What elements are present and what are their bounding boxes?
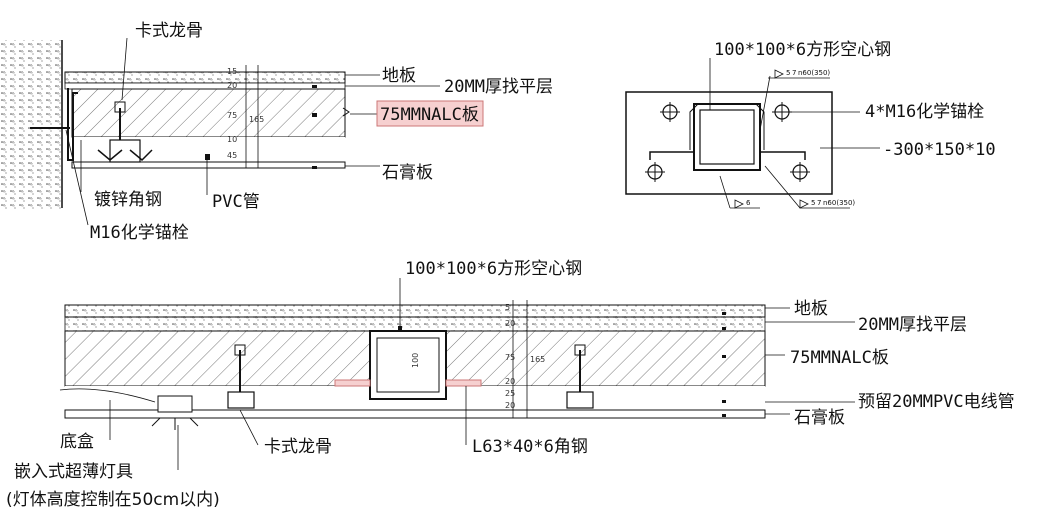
label-box: 底盒	[60, 432, 94, 452]
label-lamp: 嵌入式超薄灯具	[14, 462, 133, 482]
dim-20-mid: 20	[505, 377, 515, 386]
dim-75: 75	[227, 111, 237, 120]
weld-mark-top-size: 5	[786, 69, 790, 77]
anchor-holes	[645, 102, 810, 182]
label-anchor: M16化学锚栓	[90, 223, 189, 243]
weld-mark-br-len: n60(350)	[823, 199, 855, 207]
hollow-steel-outer	[693, 103, 761, 171]
label-bottom-steel: 100*100*6方形空心钢	[405, 259, 582, 279]
dim-20: 20	[227, 81, 237, 90]
alc-highlight-box	[376, 100, 484, 127]
dim-20-bottom: 20	[505, 401, 515, 410]
dim-45: 45	[227, 151, 237, 160]
label-hollow-steel: 100*100*6方形空心钢	[714, 40, 891, 60]
label-reserved-pvc: 预留20MMPVC电线管	[858, 392, 1015, 412]
label-bottom-floor: 地板	[794, 299, 828, 319]
weld-mark-br-size: 5	[811, 199, 815, 207]
junction-box	[157, 395, 193, 413]
label-plate: -300*150*10	[883, 140, 996, 160]
dim-15: 15	[227, 67, 237, 76]
dim-100: 100	[411, 353, 420, 368]
label-bottom-alc: 75MMNALC板	[790, 348, 889, 368]
dim-20-top: 20	[505, 319, 515, 328]
floor-layer	[64, 71, 346, 84]
label-bottom-keel: 卡式龙骨	[264, 437, 332, 457]
label-angle-steel: 镀锌角钢	[94, 190, 162, 210]
bottom-section-drawing: 100 5 20 75 165 20 25 20	[6, 259, 1015, 510]
leveling-layer	[64, 82, 346, 90]
keel	[109, 139, 141, 163]
alc-slab	[71, 88, 346, 138]
bottom-keel-left	[227, 391, 255, 409]
bottom-dims: 5 20 75 165 20 25 20	[505, 303, 545, 410]
left-section-drawing: 15 20 75 165 10 45 卡式龙骨 地板 20MM厚找平层 75MM…	[0, 21, 553, 243]
label-angle: L63*40*6角钢	[472, 437, 588, 457]
dim-165: 165	[530, 355, 545, 364]
label-bottom-leveling: 20MM厚找平层	[858, 315, 967, 335]
wall-concrete	[0, 40, 62, 210]
label-gypsum: 石膏板	[382, 162, 433, 183]
lamp-rays	[151, 417, 199, 430]
label-pvc: PVC管	[212, 192, 260, 212]
bottom-floor-layer	[64, 304, 766, 318]
label-leveling: 20MM厚找平层	[444, 77, 553, 97]
gypsum-layer	[71, 161, 346, 169]
left-dims: 15 20 75 165 10 45	[227, 67, 264, 160]
dim-75: 75	[505, 353, 515, 362]
right-detail-drawing: 5 7 n60(350) 6 5 7 n60(350) 100*100*6方形空…	[625, 40, 996, 209]
angle-highlight-left	[334, 379, 371, 387]
dim-25: 25	[505, 389, 515, 398]
label-lamp-note: (灯体高度控制在50cm以内)	[6, 490, 220, 510]
dim-165: 165	[249, 115, 264, 124]
base-plate	[625, 91, 833, 195]
label-bottom-gypsum: 石膏板	[794, 407, 845, 428]
angle-highlight-right	[445, 379, 482, 387]
bottom-leveling-layer	[64, 316, 766, 332]
label-keel: 卡式龙骨	[135, 21, 203, 41]
weld-mark-top-len: n60(350)	[798, 69, 830, 77]
hollow-steel-inner	[699, 109, 755, 165]
bottom-keel-right	[566, 391, 594, 409]
label-floor: 地板	[382, 66, 416, 86]
label-anchors: 4*M16化学锚栓	[865, 102, 984, 122]
weld-mark-br-n: 7	[817, 199, 821, 207]
weld-mark-top-n: 7	[792, 69, 796, 77]
dim-5: 5	[505, 303, 510, 312]
weld-mark-bottom-left: 6	[746, 199, 751, 207]
label-alc: 75MMNALC板	[380, 105, 479, 125]
dim-10: 10	[227, 135, 237, 144]
